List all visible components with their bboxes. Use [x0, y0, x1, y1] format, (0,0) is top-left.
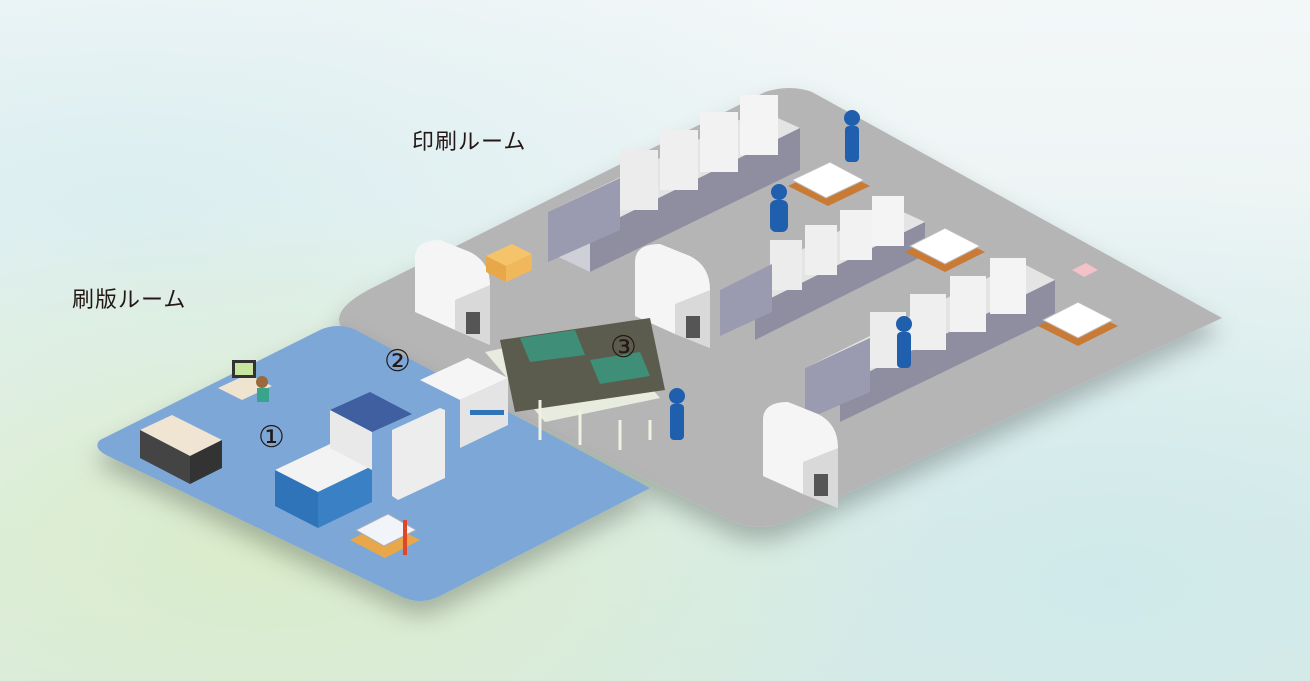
- marker-1: ①: [258, 420, 285, 455]
- printing-press-2: [720, 196, 925, 340]
- plate-stack-pallet: [350, 513, 420, 558]
- plate-processor: [392, 358, 508, 500]
- ctp-platesetter: [275, 392, 412, 528]
- marker-3: ③: [610, 330, 637, 365]
- pink-box: [1072, 263, 1098, 277]
- paper-pallet-1: [788, 161, 870, 206]
- paper-pallet-2: [905, 227, 985, 272]
- printing-room-label: 印刷ルーム: [412, 130, 527, 155]
- worker-1: [844, 110, 860, 162]
- console-2: [635, 244, 710, 348]
- operator-desk: [218, 360, 272, 402]
- printing-press-1: [548, 95, 800, 272]
- worker-3: [896, 316, 912, 368]
- platemaking-room-label: 刷版ルーム: [72, 288, 187, 313]
- console-3: [763, 402, 838, 508]
- cardboard-boxes: [486, 244, 532, 282]
- paper-pallet-3: [1038, 301, 1118, 346]
- plate-storage-cabinet: [140, 415, 222, 484]
- worker-4: [669, 388, 685, 440]
- plate-conveyor: [485, 318, 665, 450]
- marker-2: ②: [384, 344, 411, 379]
- console-1: [415, 240, 490, 345]
- worker-2: [770, 184, 788, 232]
